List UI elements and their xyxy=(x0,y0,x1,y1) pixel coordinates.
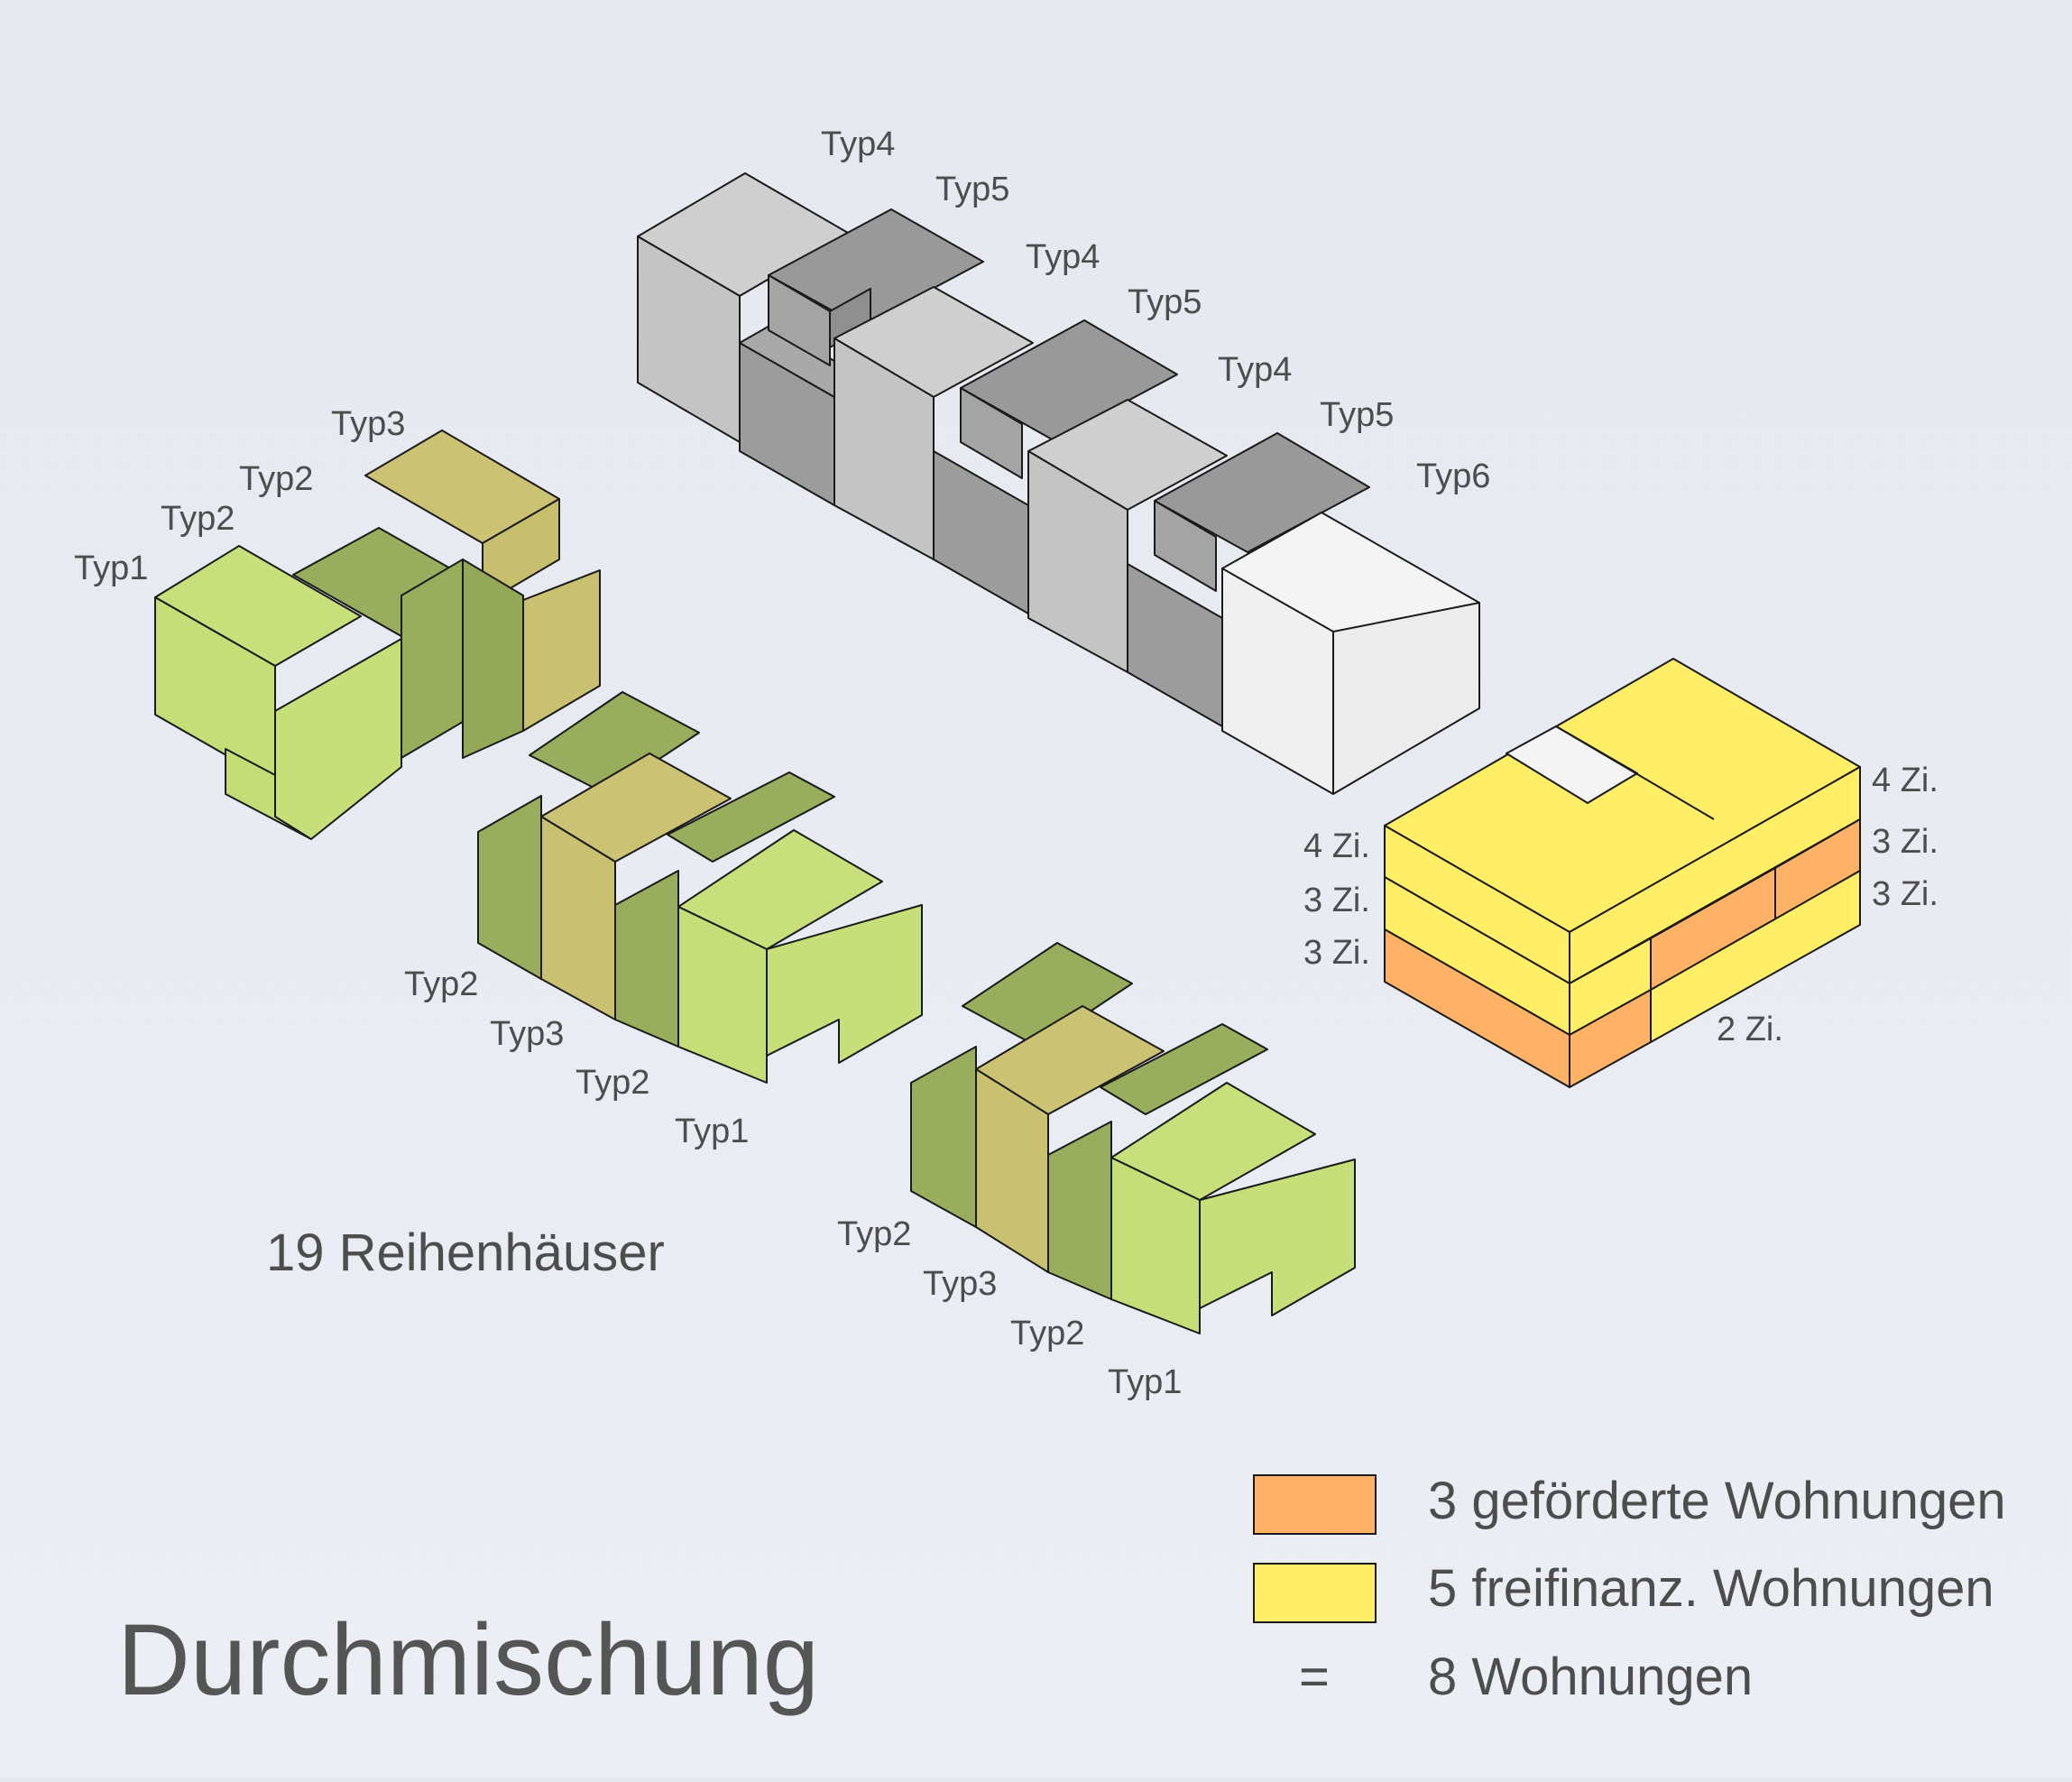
legend-swatch-yellow xyxy=(1253,1563,1377,1623)
grey-upper-3-top xyxy=(1154,432,1370,553)
c3-label-typ1: Typ1 xyxy=(1108,1363,1182,1401)
c1-dark-front-1 xyxy=(401,559,464,759)
label-typ5-c: Typ5 xyxy=(1320,396,1394,434)
block-top-labels: Typ4 Typ5 Typ4 Typ5 Typ4 Typ5 Typ6 xyxy=(821,125,1490,495)
grey-upper-2-left xyxy=(960,387,1023,479)
grey-upper-1-top xyxy=(768,208,984,328)
label-typ6: Typ6 xyxy=(1416,457,1490,495)
c2-light-left xyxy=(677,906,768,1084)
grey-lower-2-front xyxy=(933,450,1029,614)
c3-dark2-front xyxy=(1047,1121,1112,1300)
c1-label-typ2-a: Typ2 xyxy=(239,460,313,498)
c1-label-typ2-b: Typ2 xyxy=(161,500,235,538)
apt-label-left-4zi: 4 Zi. xyxy=(1303,827,1370,865)
c2-dark-left xyxy=(477,795,542,980)
grey-upper-2-top xyxy=(960,319,1178,441)
apt-top-divider-1 xyxy=(1555,725,1715,820)
apt-label-right-3zi-a: 3 Zi. xyxy=(1872,823,1938,861)
c3-dark2-top xyxy=(1100,1023,1268,1115)
legend-equals: = xyxy=(1299,1648,1330,1706)
apt-label-left-3zi-a: 3 Zi. xyxy=(1303,882,1370,919)
c2-light-right xyxy=(766,904,923,1064)
legend-label-total: 8 Wohnungen xyxy=(1428,1648,1753,1706)
rowhouse-cluster-1 xyxy=(154,429,601,840)
c1-light-front xyxy=(274,638,402,840)
cluster1-labels: Typ3 Typ2 Typ2 Typ1 xyxy=(74,405,405,587)
c3-label-typ2-b: Typ2 xyxy=(1010,1315,1084,1353)
label-typ4-b: Typ4 xyxy=(1026,238,1100,276)
c1-olive-low xyxy=(522,569,601,732)
c2-label-typ2-b: Typ2 xyxy=(576,1064,649,1102)
legend-label-gefoerdert: 3 geförderte Wohnungen xyxy=(1428,1472,2006,1530)
c2-dark-top xyxy=(529,691,700,795)
grey-block-row xyxy=(637,172,1480,795)
c2-dark2-front xyxy=(614,870,679,1048)
label-typ4-c: Typ4 xyxy=(1218,351,1292,389)
legend-label-freifinanz: 5 freifinanz. Wohnungen xyxy=(1428,1559,1994,1618)
white-box-right xyxy=(1332,602,1480,795)
c3-light-left xyxy=(1110,1157,1201,1334)
c3-label-typ3: Typ3 xyxy=(923,1265,997,1303)
label-typ4-a: Typ4 xyxy=(821,125,895,163)
c2-label-typ1: Typ1 xyxy=(675,1113,749,1150)
c1-label-typ3: Typ3 xyxy=(331,405,405,443)
rowhouse-cluster-3 xyxy=(910,942,1356,1334)
apartment-block xyxy=(1384,658,1861,1088)
c2-dark2-top xyxy=(667,771,835,863)
cluster2-labels: Typ2 Typ3 Typ2 Typ1 xyxy=(404,965,749,1150)
c3-dark-left xyxy=(910,1046,977,1228)
apt-label-front-2zi: 2 Zi. xyxy=(1717,1011,1783,1048)
label-typ5-b: Typ5 xyxy=(1128,283,1202,321)
grey-upper-1-left xyxy=(768,274,831,366)
rowhouse-caption: 19 Reihenhäuser xyxy=(266,1223,665,1282)
grey-lower-3-front xyxy=(1127,563,1223,727)
c3-label-typ2-a: Typ2 xyxy=(837,1215,911,1253)
c2-label-typ3: Typ3 xyxy=(490,1015,564,1053)
c1-label-typ1: Typ1 xyxy=(74,549,148,587)
c2-label-typ2-a: Typ2 xyxy=(404,965,478,1003)
legend-swatch-orange xyxy=(1253,1474,1377,1535)
grey-upper-3-left xyxy=(1154,500,1217,592)
label-typ5-a: Typ5 xyxy=(935,171,1009,208)
legend: 3 geförderte Wohnungen 5 freifinanz. Woh… xyxy=(1253,1472,2006,1706)
c3-light-right xyxy=(1199,1159,1356,1316)
rowhouse-cluster-2 xyxy=(477,691,923,1084)
apt-label-right-4zi: 4 Zi. xyxy=(1872,762,1938,799)
apt-right-low-orange xyxy=(1569,989,1652,1088)
c3-dark-top xyxy=(962,942,1133,1048)
cluster3-labels: Typ2 Typ3 Typ2 Typ1 xyxy=(837,1215,1182,1401)
apartment-labels: 4 Zi. 3 Zi. 3 Zi. 4 Zi. 3 Zi. 3 Zi. 2 Zi… xyxy=(1303,762,1938,1048)
apt-label-left-3zi-b: 3 Zi. xyxy=(1303,934,1370,972)
page-title: Durchmischung xyxy=(117,1603,819,1716)
apt-label-right-3zi-b: 3 Zi. xyxy=(1872,875,1938,913)
c1-dark-front-2 xyxy=(462,559,524,759)
